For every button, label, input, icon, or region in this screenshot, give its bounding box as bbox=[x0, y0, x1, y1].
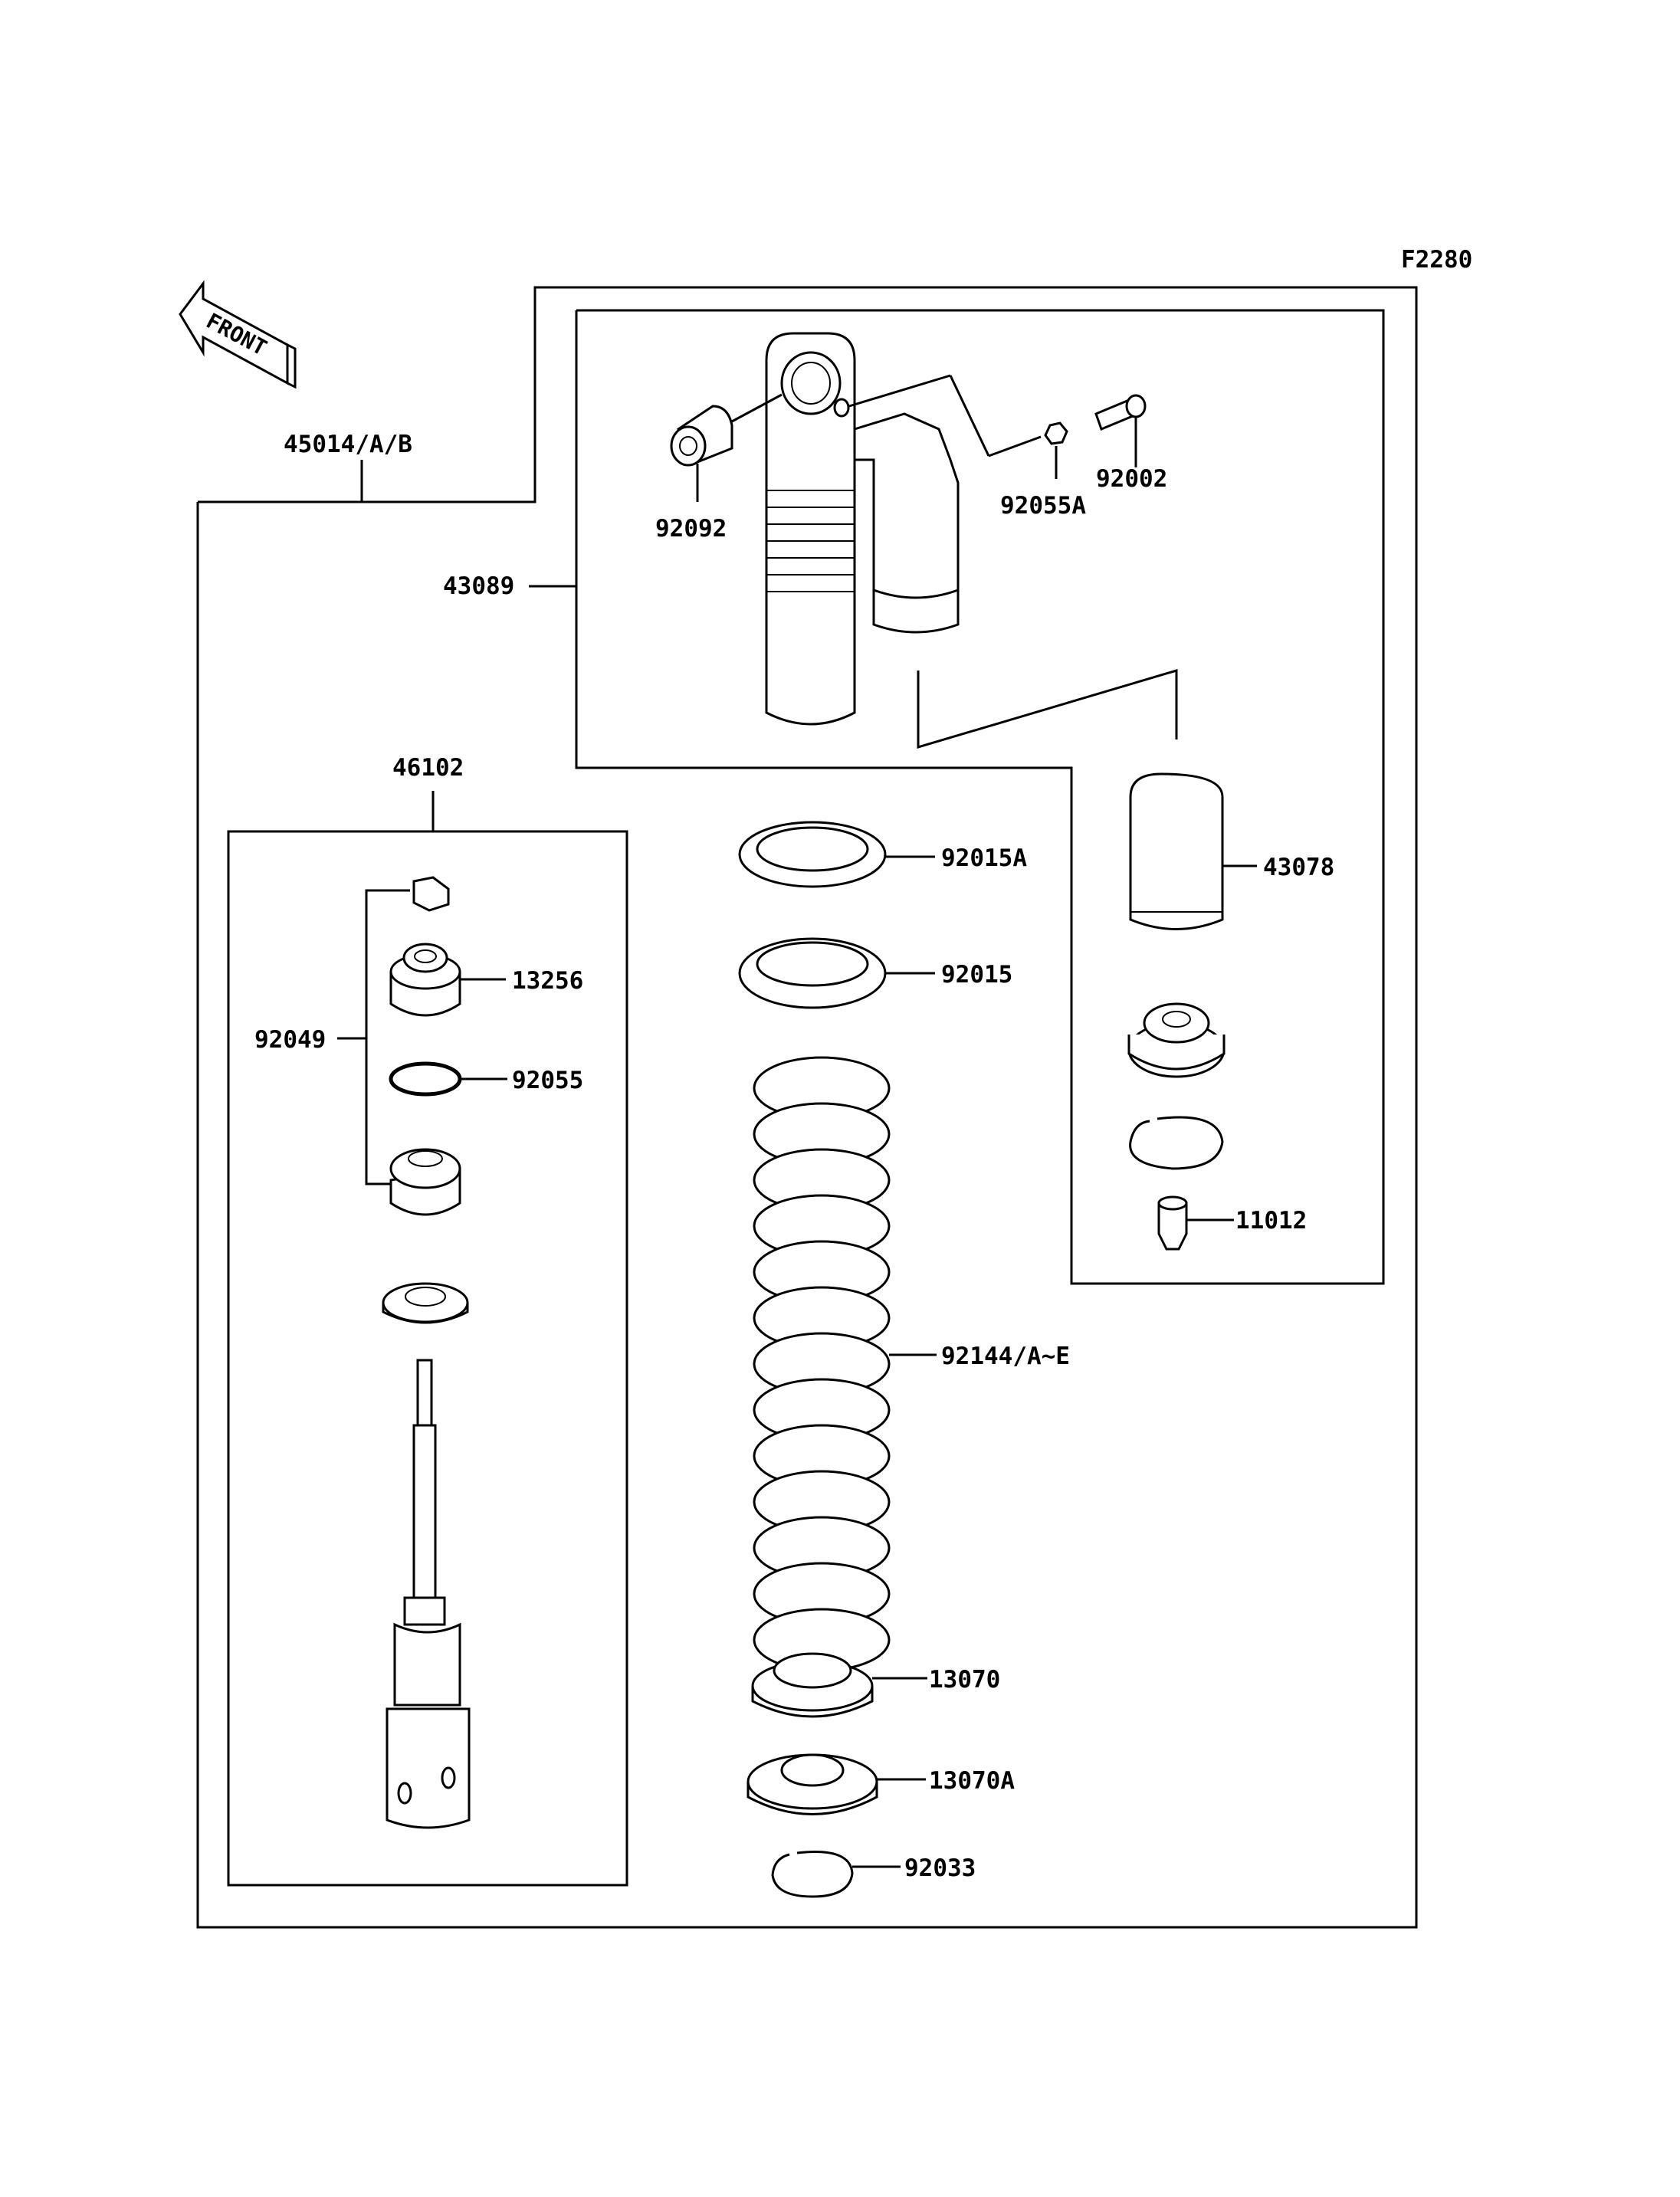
assembly-outline-43089 bbox=[575, 309, 1385, 1285]
damper-lower-bushing bbox=[389, 1148, 461, 1216]
part-13070A-spring-seat bbox=[746, 1753, 878, 1815]
part-92092-bushing bbox=[670, 405, 733, 467]
part-13070-spring-seat bbox=[751, 1652, 874, 1718]
label-13070: 13070 bbox=[929, 1666, 1000, 1694]
figure-code: F2280 bbox=[1401, 246, 1472, 274]
label-43089: 43089 bbox=[443, 572, 514, 600]
label-92002: 92002 bbox=[1096, 465, 1167, 493]
part-92002-valve bbox=[1094, 394, 1147, 431]
assembly-outline-46102 bbox=[227, 830, 628, 1887]
part-13256-bushing bbox=[389, 943, 461, 1017]
label-13256: 13256 bbox=[512, 967, 583, 995]
reservoir-cap bbox=[1127, 1002, 1226, 1078]
label-13070A: 13070A bbox=[929, 1767, 1015, 1795]
label-92015A: 92015A bbox=[941, 844, 1027, 872]
bump-stop bbox=[382, 1282, 469, 1324]
label-46102: 46102 bbox=[392, 754, 464, 782]
label-92049: 92049 bbox=[254, 1026, 326, 1054]
label-92055A: 92055A bbox=[1000, 492, 1086, 520]
label-43078: 43078 bbox=[1263, 854, 1334, 881]
reservoir-circlip bbox=[1129, 1116, 1224, 1170]
part-11012-valve-core bbox=[1157, 1195, 1188, 1251]
label-92092: 92092 bbox=[655, 515, 727, 543]
damper-rod bbox=[386, 1359, 471, 1829]
part-43078-bladder bbox=[1129, 772, 1224, 930]
part-92055-o-ring bbox=[389, 1061, 462, 1097]
part-92144-spring bbox=[753, 1056, 891, 1672]
part-92055A-washer bbox=[1044, 421, 1068, 445]
label-92015: 92015 bbox=[941, 961, 1012, 989]
label-92033: 92033 bbox=[904, 1854, 976, 1882]
damper-rod-nut bbox=[412, 876, 450, 912]
part-92015-adjuster-nut bbox=[738, 937, 887, 1009]
part-92033-circlip bbox=[771, 1851, 854, 1898]
part-92015A-lock-nut bbox=[738, 821, 887, 888]
shock-body bbox=[765, 332, 960, 726]
label-92144: 92144/A~E bbox=[941, 1343, 1070, 1370]
front-arrow-icon: FRONT bbox=[179, 280, 297, 389]
assembly-outline-45014 bbox=[196, 286, 1418, 1929]
label-11012: 11012 bbox=[1235, 1207, 1307, 1235]
label-45014: 45014/A/B bbox=[284, 431, 412, 458]
label-92055: 92055 bbox=[512, 1067, 583, 1094]
